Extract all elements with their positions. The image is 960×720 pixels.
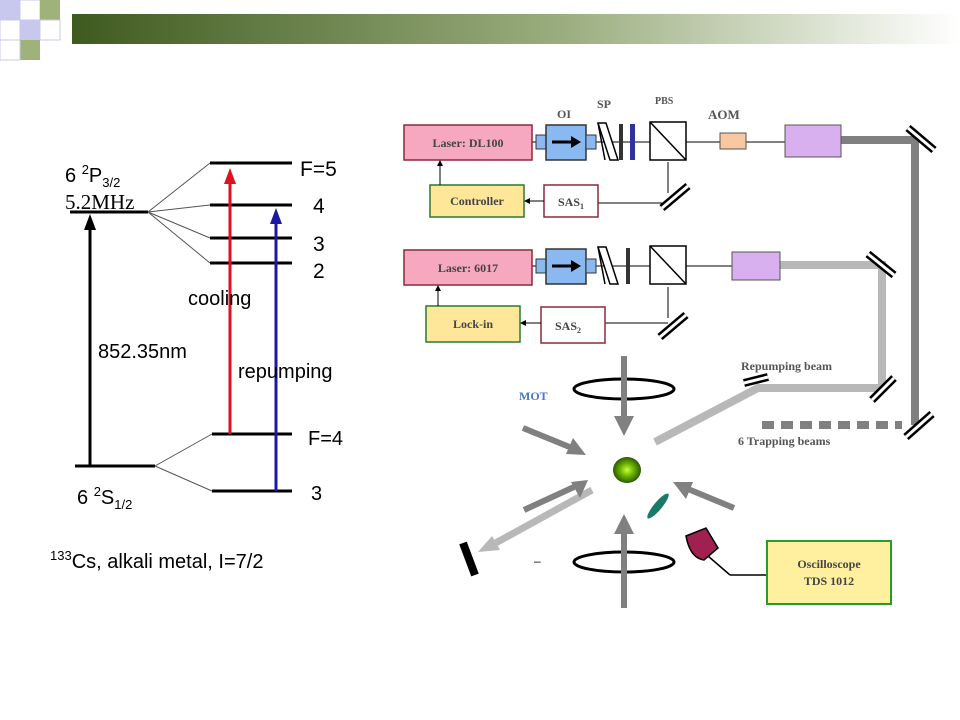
laser-6017: Laser: 6017 [403,249,533,286]
svg-text:TDS 1012: TDS 1012 [804,574,854,588]
transition-arrow-852nm [84,214,96,466]
level-f4-excited-label: 4 [313,195,325,218]
fiber-coupler-2 [731,251,781,281]
svg-text:Lock-in: Lock-in [453,317,493,331]
svg-text:SAS2: SAS2 [555,319,581,335]
ground-state-label: 6 2S1/2 [77,484,132,512]
lens-1 [619,124,635,160]
trapping-beams-label: 6 Trapping beams [738,434,831,448]
experimental-setup: Laser: DL100 Controller SAS1 [403,96,937,608]
trap-beam-arrows [521,356,736,608]
level-f4-ground-label: F=4 [308,428,343,450]
ground-split-lines [154,433,213,492]
aom-label: AOM [708,107,740,122]
sp-element-2 [596,246,620,285]
mirror-repump-top [865,250,897,279]
mirror-row1-lower [659,182,691,212]
dash-mark: – [534,554,541,568]
wavelength-label: 852.35nm [98,341,187,363]
excited-state-label: 6 2P3/2 [65,162,120,190]
laser-dl100: Laser: DL100 [403,124,533,161]
mirror-mot-output [459,541,479,577]
oscilloscope-box: Oscilloscope TDS 1012 [766,540,892,605]
collection-lens [647,493,669,519]
svg-text:Laser: 6017: Laser: 6017 [438,261,498,275]
species-label: 133Cs, alkali metal, I=7/2 [50,548,263,573]
cooling-label: cooling [188,288,251,310]
mot-cloud [613,457,641,483]
cooling-arrow [224,168,236,434]
mirror-trap-top [905,124,937,154]
lockin-to-laser-link [435,285,441,306]
mot-output-beam [478,486,594,552]
repumping-arrow [270,208,282,491]
level-f3-excited-label: 3 [313,233,325,256]
pbs-label: PBS [655,96,674,107]
repump-waveplate [743,373,769,387]
controller-box: Controller [429,184,525,218]
level-f3-ground-label: 3 [311,483,322,505]
slide-header-decoration [0,0,960,61]
sas1-box: SAS1 [543,184,599,218]
hyperfine-spacing-label: 5.2MHz [65,190,134,214]
energy-level-diagram: 6 2P3/2 5.2MHz F=5 4 3 2 cooling 852.35n… [50,158,343,573]
pbs-cube-1 [649,121,687,161]
svg-text:Controller: Controller [450,194,504,208]
level-f2-label: 2 [313,260,325,283]
pbs-cube-2 [649,245,687,285]
sas2-box: SAS2 [540,306,606,344]
svg-text:Laser: DL100: Laser: DL100 [433,136,504,150]
mot-label: MOT [519,389,548,403]
optical-isolator-1 [535,124,597,161]
mirror-trap-bottom [903,411,935,440]
trapping-beam-path [785,136,919,425]
mirror-row2-lower [657,311,689,341]
sas2-to-lockin-link [520,320,541,326]
optical-isolator-2 [535,248,597,285]
mirror-repump-bottom [869,375,897,403]
sp-label: SP [597,97,611,111]
lockin-box: Lock-in [425,305,521,343]
repumping-label: repumping [238,361,333,383]
oi-label: OI [557,107,571,121]
sp-element-1 [596,122,620,161]
controller-to-laser-link [437,160,443,185]
sas1-to-controller-link [524,198,544,204]
hyperfine-split-lines [147,162,211,264]
fiber-coupler-1 [784,124,842,158]
repumping-beam-label: Repumping beam [741,359,832,373]
lens-2 [626,248,630,284]
repumping-beam-path [653,261,886,446]
svg-text:Oscilloscope: Oscilloscope [797,557,861,571]
level-f5-label: F=5 [300,158,337,181]
photodetector [685,527,767,576]
aom-box [719,132,747,150]
svg-text:SAS1: SAS1 [558,195,584,211]
